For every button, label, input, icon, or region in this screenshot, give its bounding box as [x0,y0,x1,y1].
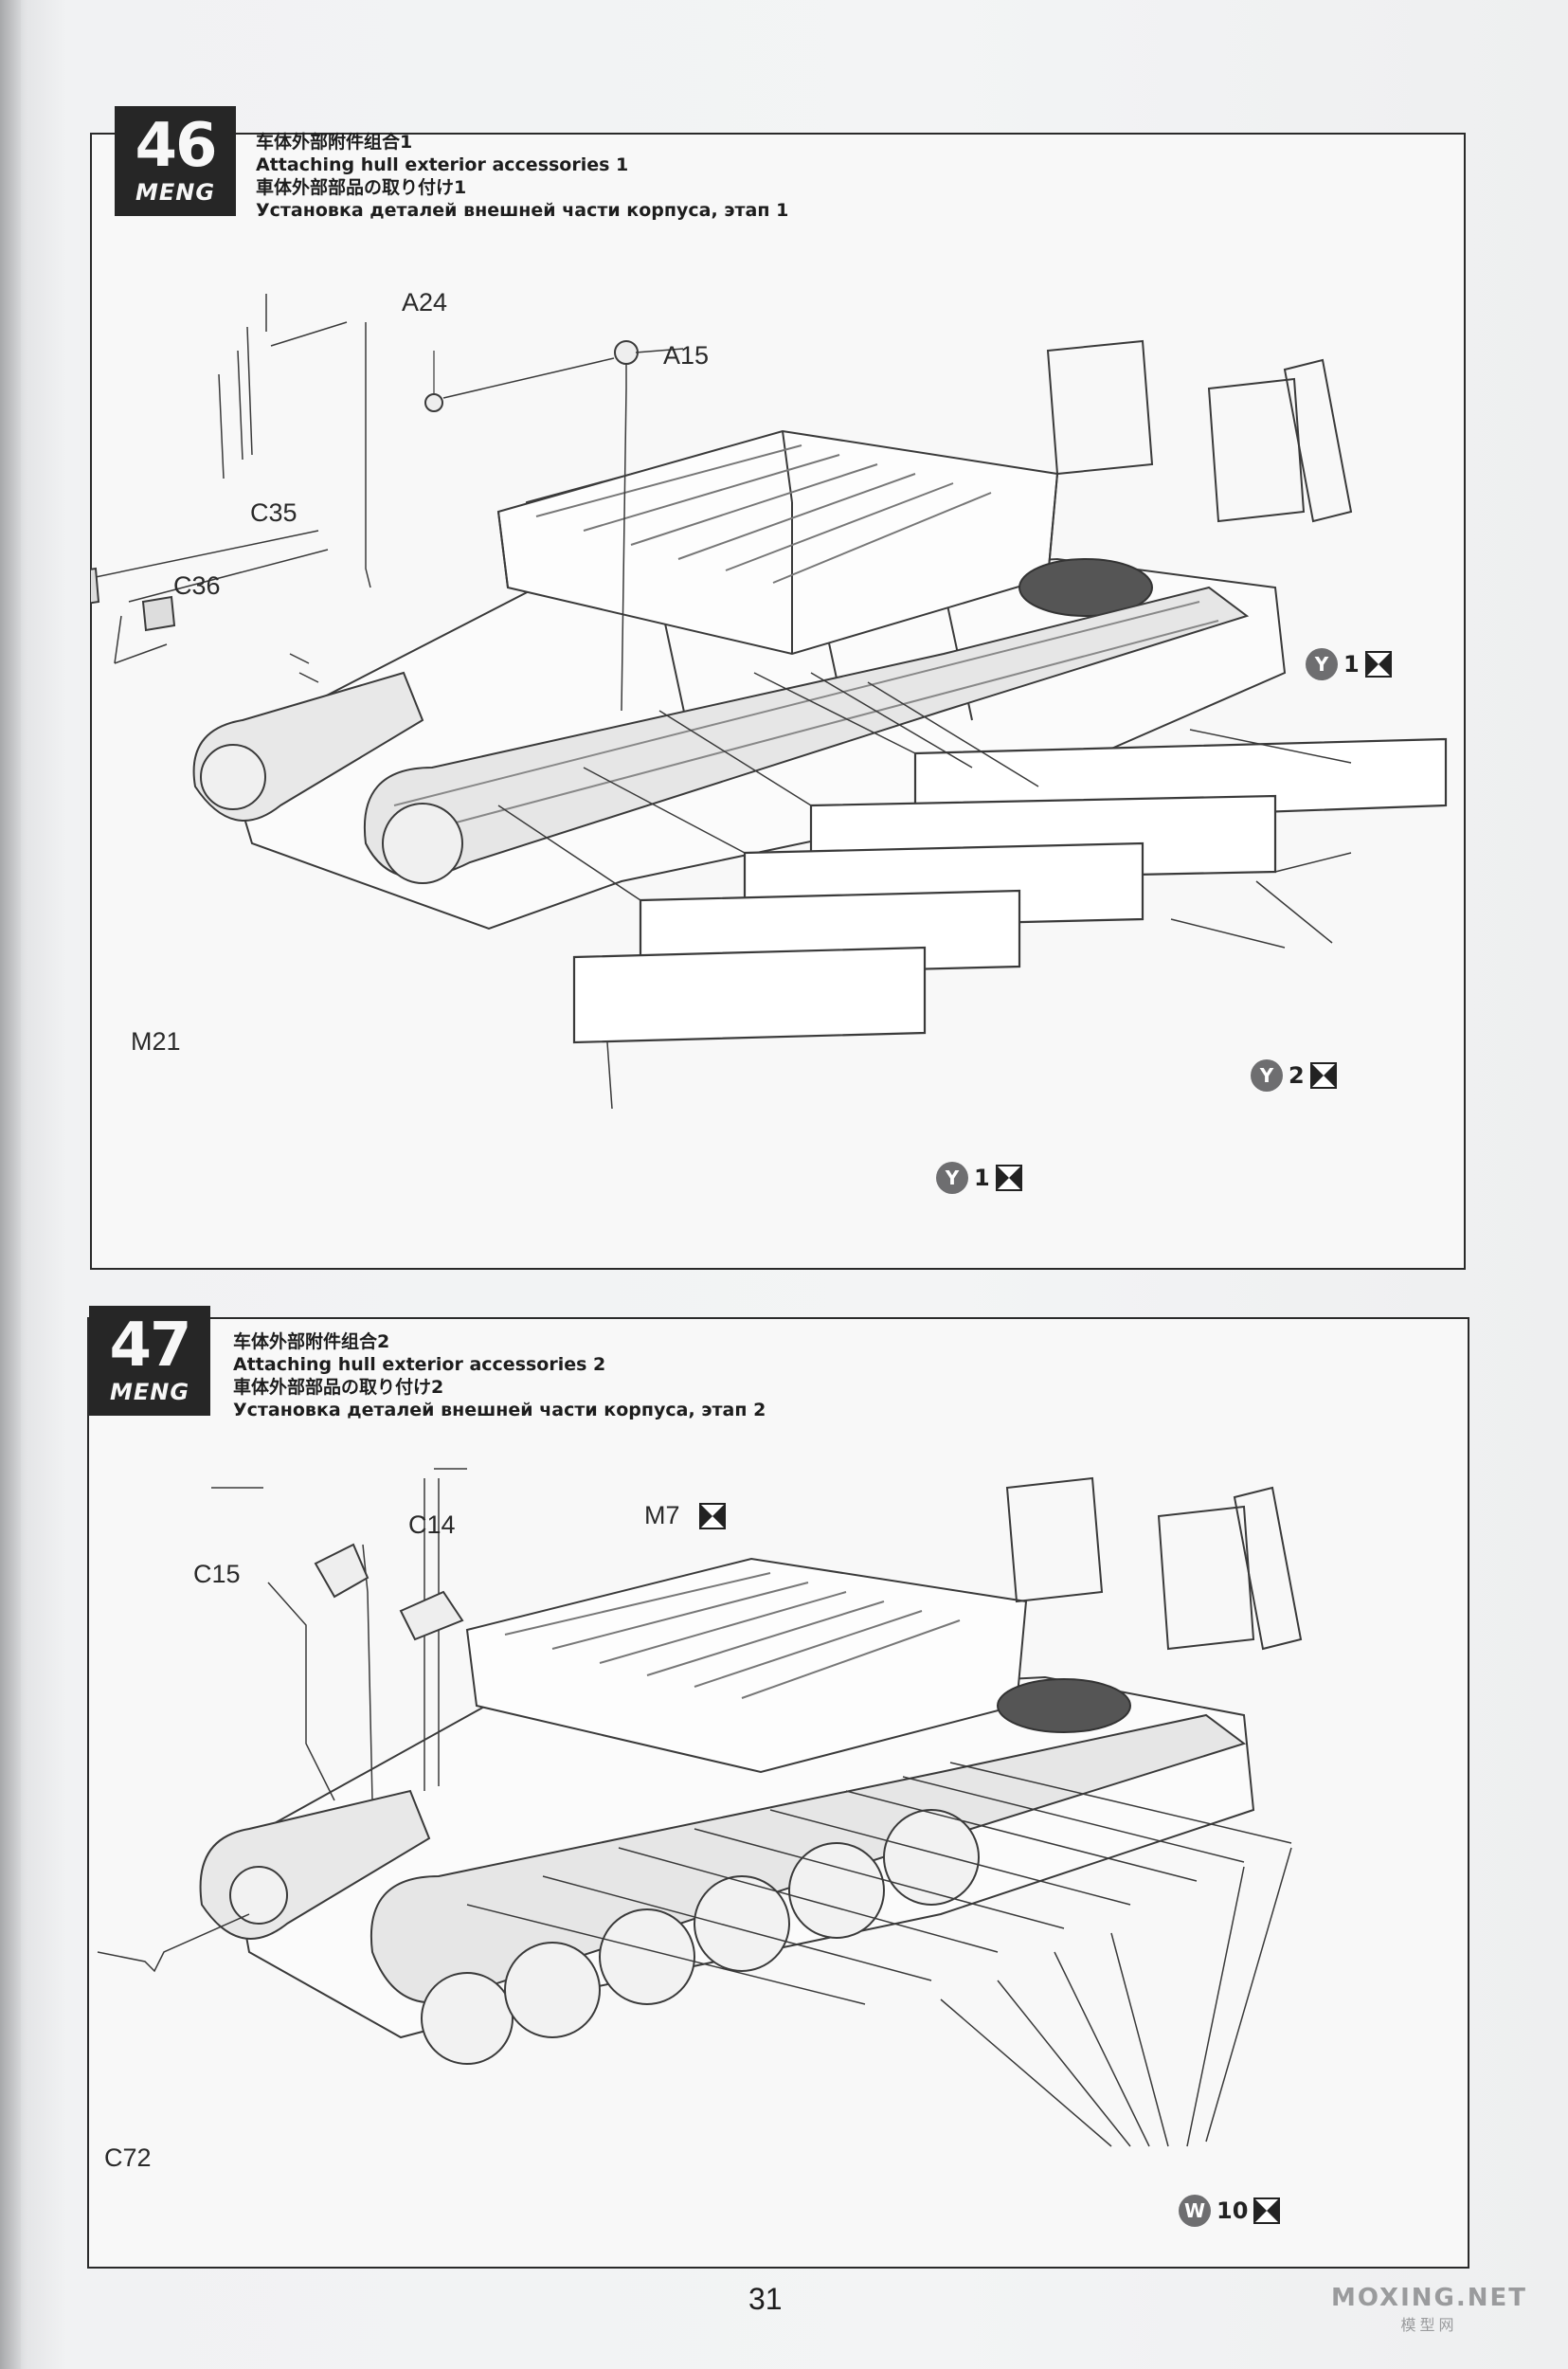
part-label-c36: C36 [173,571,221,600]
title-ru: Установка деталей внешней части корпуса,… [256,200,789,221]
step-47-assembly-diagram [97,1468,1303,2147]
step-number: 46 [135,111,217,181]
assembly-leader-lines [91,294,1352,1110]
part-label-c35: C35 [250,498,297,527]
callout-y2: Y 2 [1251,1059,1337,1092]
side-skirt-plates [572,737,1448,1044]
step-47-titles: 车体外部附件组合2 Attaching hull exterior access… [233,1330,766,1421]
rear-frames [997,1476,1303,1733]
title-jp: 車体外部部品の取り付け2 [233,1377,444,1398]
sprue-cut-icon [995,1165,1022,1191]
part-label-m21: M21 [131,1027,181,1056]
callout-icon: W [1179,2195,1211,2227]
title-en: Attaching hull exterior accessories 1 [256,154,629,175]
step-46-titles: 车体外部附件组合1 Attaching hull exterior access… [256,131,788,222]
part-label-c72: C72 [104,2143,152,2172]
callout-w10: W 10 [1179,2195,1281,2227]
callout-qty: 1 [1343,651,1360,678]
m21-brackets [91,567,176,632]
watermark: MOXING.NET 模型网 [1331,2284,1527,2335]
callout-qty: 10 [1217,2197,1249,2224]
title-cn: 车体外部附件组合2 [233,1331,390,1352]
watermark-bottom: 模型网 [1400,2316,1458,2334]
part-label-m7: M7 [644,1501,680,1529]
watermark-top: MOXING.NET [1331,2284,1528,2312]
callout-icon: Y [1306,648,1338,680]
title-cn: 车体外部附件组合1 [256,132,413,153]
callout-qty: 2 [1289,1062,1305,1089]
page-number: 31 [748,2282,783,2316]
step-number: 47 [109,1311,191,1381]
brand-logo: MENG [109,1379,190,1405]
callout-icon: Y [936,1162,968,1194]
sprue-cut-icon [1309,1062,1337,1089]
step-47-badge: 47 MENG [89,1306,210,1416]
title-en: Attaching hull exterior accessories 2 [233,1354,606,1375]
sprue-cut-icon [1253,2197,1281,2224]
brand-logo: MENG [135,179,216,206]
callout-icon: Y [1251,1059,1283,1092]
title-ru: Установка деталей внешней части корпуса,… [233,1400,766,1420]
part-label-c15: C15 [193,1560,241,1588]
binding-shadow [0,0,21,2369]
part-label-c14: C14 [408,1510,456,1539]
title-jp: 車体外部部品の取り付け1 [256,177,467,198]
left-track [192,586,1250,884]
cargo-box [496,429,1059,656]
part-label-a15: A15 [663,341,710,370]
step-46-badge: 46 MENG [115,106,236,216]
small-parts-a [424,340,684,712]
rear-frames [1018,339,1353,617]
callout-y1-upper: Y 1 [1306,648,1392,680]
part-label-a24: A24 [402,288,448,316]
callout-qty: 1 [974,1165,990,1191]
small-parts-c [314,1543,464,1641]
sprue-cut-icon [1364,651,1392,678]
sprue-cut-icon [699,1503,726,1529]
step-46-assembly-diagram [91,294,1448,1110]
callout-y1-lower: Y 1 [936,1162,1022,1194]
